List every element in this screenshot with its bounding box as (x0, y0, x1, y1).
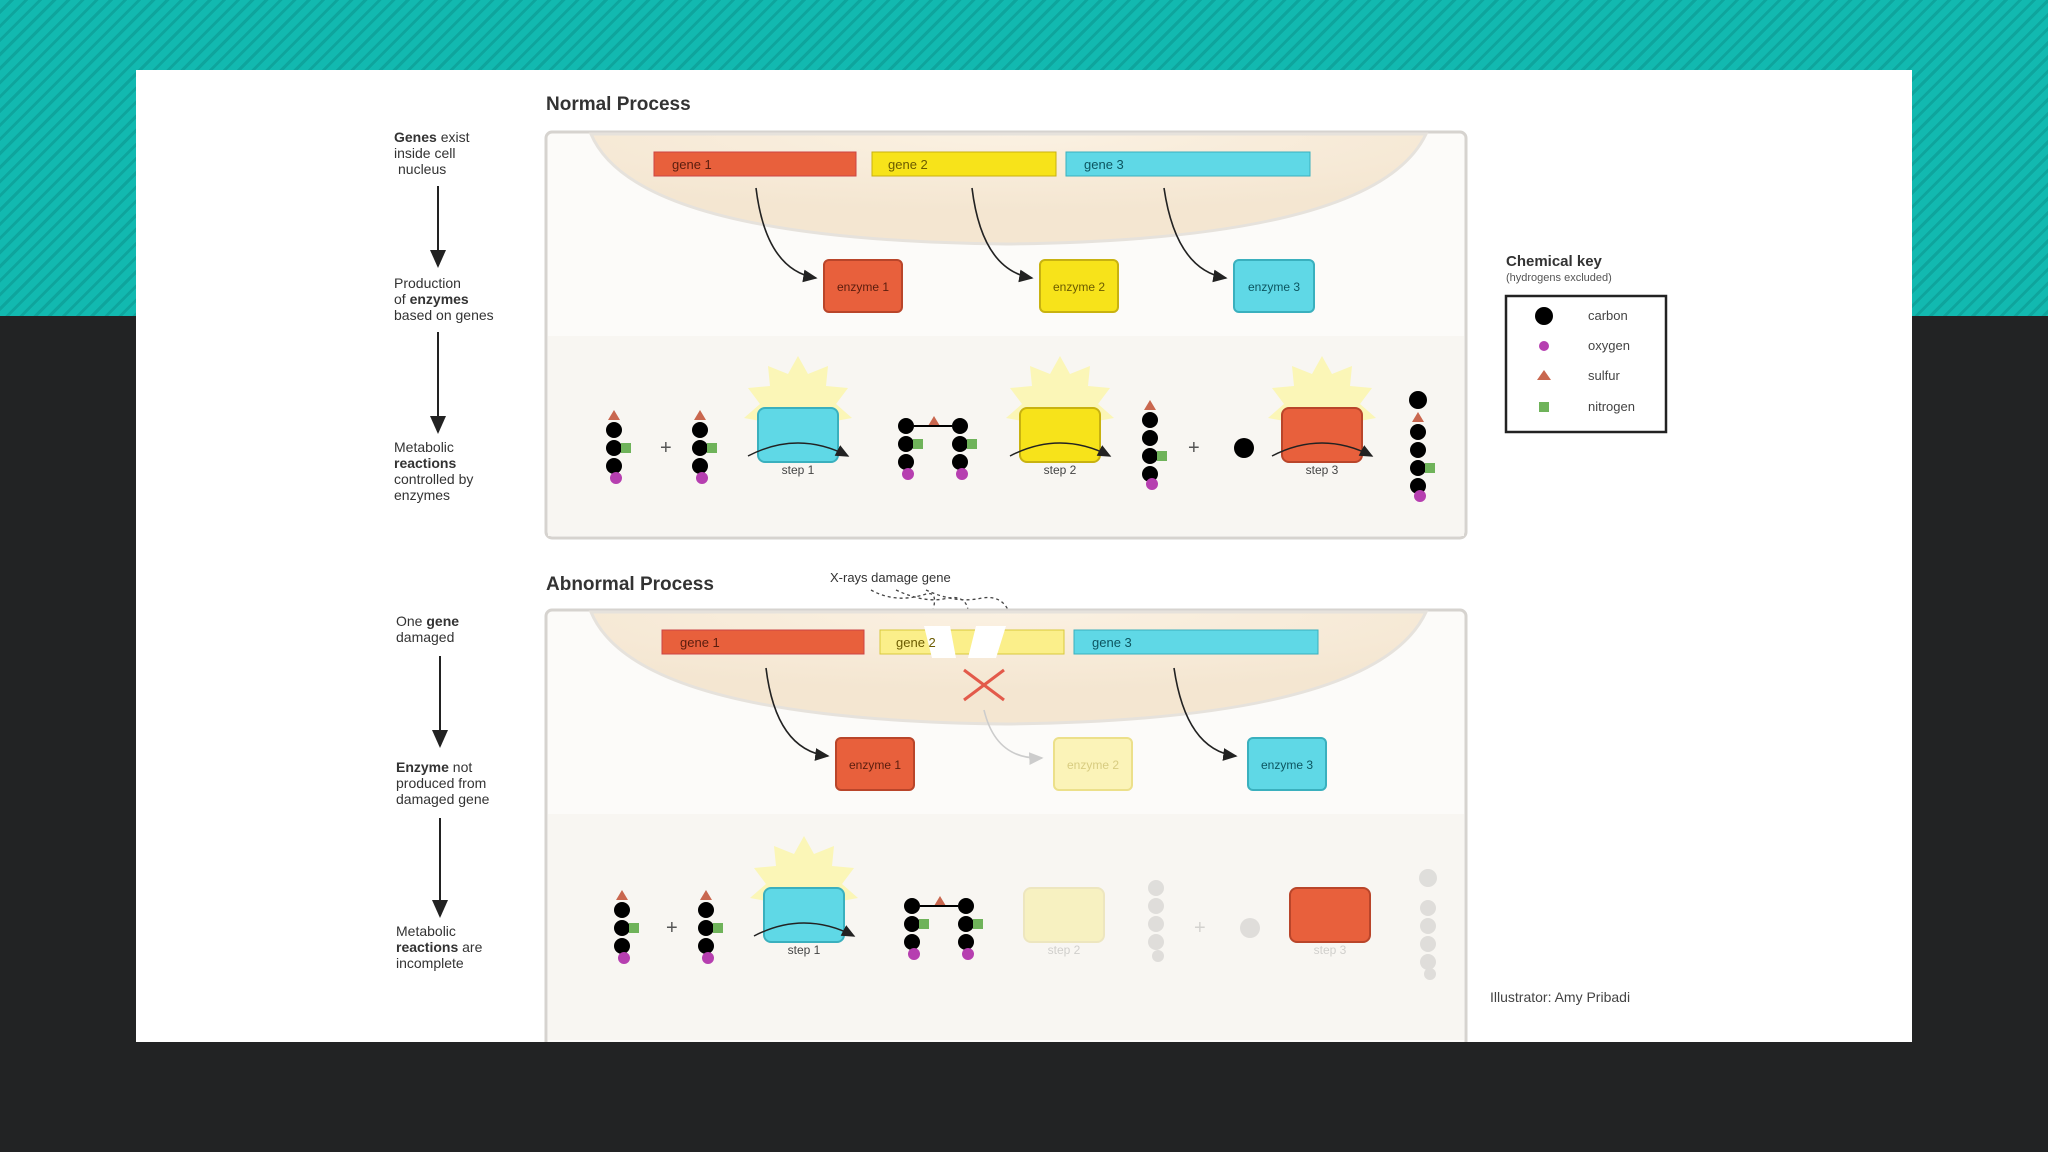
oxygen-icon (1539, 341, 1549, 351)
svg-text:incomplete: incomplete (396, 955, 464, 971)
svg-text:step 3: step 3 (1306, 463, 1339, 477)
svg-text:+: + (660, 437, 672, 459)
svg-text:damaged gene: damaged gene (396, 791, 490, 807)
svg-text:One gene: One gene (396, 613, 459, 629)
slide: Normal Process Genes exist inside cell n… (136, 70, 1912, 1042)
svg-text:Genes exist: Genes exist (394, 129, 470, 145)
normal-enzymes: enzyme 1 enzyme 2 enzyme 3 (823, 259, 1315, 313)
diagram: Normal Process Genes exist inside cell n… (394, 94, 1668, 1042)
svg-text:enzyme 1: enzyme 1 (837, 280, 889, 294)
svg-text:damaged: damaged (396, 629, 454, 645)
carbon-icon (1535, 307, 1553, 325)
svg-text:oxygen: oxygen (1588, 338, 1630, 353)
svg-text:controlled by: controlled by (394, 471, 473, 487)
svg-text:gene 1: gene 1 (672, 157, 712, 172)
svg-text:sulfur: sulfur (1588, 368, 1620, 383)
svg-text:of enzymes: of enzymes (394, 291, 469, 307)
svg-text:gene 2: gene 2 (888, 157, 928, 172)
abnormal-enzymes: enzyme 1 enzyme 2 enzyme 3 (835, 737, 1327, 791)
svg-text:(hydrogens excluded): (hydrogens excluded) (1506, 272, 1612, 284)
nitrogen-icon (1539, 402, 1549, 412)
svg-text:gene 3: gene 3 (1092, 635, 1132, 650)
sulfur-icon (1537, 370, 1551, 380)
svg-text:nitrogen: nitrogen (1588, 399, 1635, 414)
svg-text:reactions: reactions (394, 455, 456, 471)
credit: Illustrator: Amy Pribadi (1490, 989, 1630, 1005)
svg-text:+: + (666, 917, 678, 939)
abnormal-genes: gene 1 gene 2 gene 3 (661, 626, 1319, 658)
svg-text:enzyme 3: enzyme 3 (1261, 758, 1313, 772)
normal-genes: gene 1 gene 2 gene 3 (653, 151, 1311, 177)
svg-text:inside cell: inside cell (394, 145, 455, 161)
abnormal-reactions: + step 1 step 2 + step 3 (614, 836, 1437, 980)
svg-text:enzyme 2: enzyme 2 (1067, 758, 1119, 772)
svg-text:carbon: carbon (1588, 308, 1628, 323)
svg-text:step 3: step 3 (1314, 943, 1347, 957)
svg-text:based on genes: based on genes (394, 307, 494, 323)
svg-text:step 1: step 1 (782, 463, 815, 477)
svg-text:gene 1: gene 1 (680, 635, 720, 650)
svg-text:produced from: produced from (396, 775, 486, 791)
svg-text:enzyme 3: enzyme 3 (1248, 280, 1300, 294)
svg-text:+: + (1194, 917, 1206, 939)
svg-text:Enzyme not: Enzyme not (396, 759, 472, 775)
normal-title: Normal Process (546, 94, 691, 115)
svg-text:Metabolic: Metabolic (394, 439, 454, 455)
svg-text:gene 3: gene 3 (1084, 157, 1124, 172)
abnormal-gene-arrows (765, 667, 1238, 765)
blocked-cross-icon (963, 668, 1005, 702)
xray-label: X-rays damage gene (830, 570, 951, 585)
svg-text:step 1: step 1 (788, 943, 821, 957)
svg-text:step 2: step 2 (1044, 463, 1077, 477)
normal-reactions: + step 1 step 2 + step 3 (606, 356, 1435, 502)
svg-text:step 2: step 2 (1048, 943, 1081, 957)
svg-text:enzyme 2: enzyme 2 (1053, 280, 1105, 294)
svg-text:gene 2: gene 2 (896, 635, 936, 650)
svg-text:Chemical key: Chemical key (1506, 253, 1603, 270)
svg-text:reactions are: reactions are (396, 939, 483, 955)
normal-side-labels: Genes exist inside cell nucleus Producti… (394, 129, 494, 503)
svg-text:+: + (1188, 437, 1200, 459)
abnormal-title: Abnormal Process (546, 574, 714, 595)
svg-text:Production: Production (394, 275, 461, 291)
chemical-key: Chemical key (hydrogens excluded) carbon… (1504, 253, 1668, 434)
svg-text:enzyme 1: enzyme 1 (849, 758, 901, 772)
svg-text:Metabolic: Metabolic (396, 923, 456, 939)
svg-text:enzymes: enzymes (394, 487, 450, 503)
svg-text:nucleus: nucleus (398, 161, 446, 177)
normal-gene-arrows (755, 187, 1228, 283)
abnormal-side-labels: One gene damaged Enzyme not produced fro… (396, 613, 490, 971)
